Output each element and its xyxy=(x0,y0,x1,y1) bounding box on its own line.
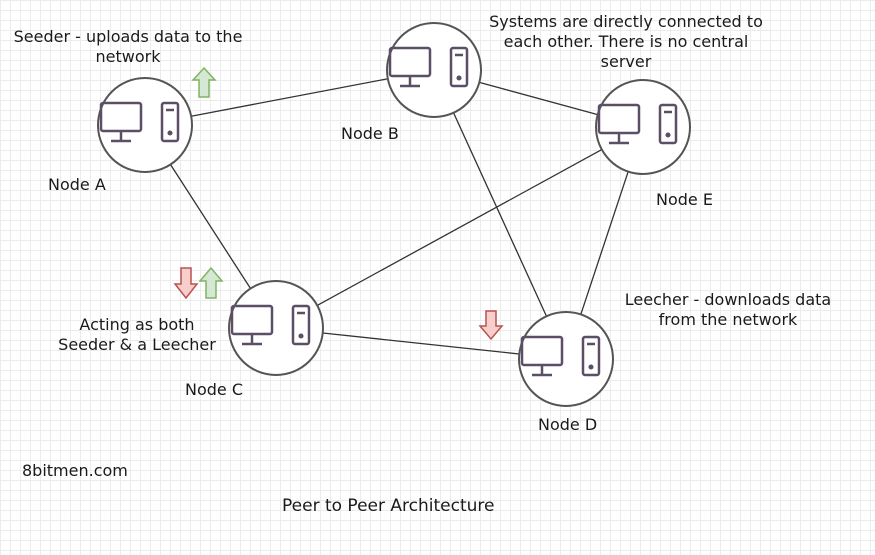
node-a-label: Node A xyxy=(48,175,106,194)
seeder-annotation-line: Seeder - uploads data to the xyxy=(13,27,243,46)
computer-icon xyxy=(520,335,601,377)
node-b-label: Node B xyxy=(341,124,399,143)
node-e-label: Node E xyxy=(656,190,713,209)
seeder-annotation-line: network xyxy=(95,47,161,66)
edge-a-b xyxy=(191,78,388,117)
edge-b-e xyxy=(479,81,598,116)
node-c-label: Node C xyxy=(185,380,244,399)
leecher-annotation: Leecher - downloads data from the networ… xyxy=(620,290,836,330)
edge-c-e xyxy=(316,149,603,306)
edge-a-c xyxy=(169,164,252,289)
watermark: 8bitmen.com xyxy=(22,461,128,480)
node-e xyxy=(595,79,691,175)
node-d-label: Node D xyxy=(538,415,598,434)
both-annotation-line: Seeder & a Leecher xyxy=(58,335,216,354)
node-c xyxy=(228,280,324,376)
upload-arrow-icon xyxy=(198,266,224,299)
edge-e-d xyxy=(580,171,629,315)
computer-icon xyxy=(99,101,180,143)
systems-annotation-line: server xyxy=(600,52,652,71)
download-arrow-icon xyxy=(478,310,504,341)
leecher-annotation-line: from the network xyxy=(658,310,798,329)
computer-icon xyxy=(388,46,469,88)
systems-annotation-line: each other. There is no central xyxy=(503,32,749,51)
node-b xyxy=(386,22,482,118)
both-annotation: Acting as both Seeder & a Leecher xyxy=(52,315,222,355)
diagram-caption: Peer to Peer Architecture xyxy=(282,496,495,516)
systems-annotation-line: Systems are directly connected to xyxy=(489,12,763,31)
edge-b-d xyxy=(452,112,548,317)
both-annotation-line: Acting as both xyxy=(79,315,195,334)
node-a xyxy=(97,77,193,173)
edge-c-d xyxy=(322,332,520,355)
leecher-annotation-line: Leecher - downloads data xyxy=(624,290,832,309)
node-d xyxy=(518,311,614,407)
edges xyxy=(169,78,629,355)
seeder-annotation: Seeder - uploads data to the network xyxy=(10,27,246,67)
download-arrow-icon xyxy=(173,267,199,300)
computer-icon xyxy=(230,304,311,346)
upload-arrow-icon xyxy=(191,66,217,98)
systems-annotation: Systems are directly connected to each o… xyxy=(482,12,770,72)
computer-icon xyxy=(597,103,678,145)
